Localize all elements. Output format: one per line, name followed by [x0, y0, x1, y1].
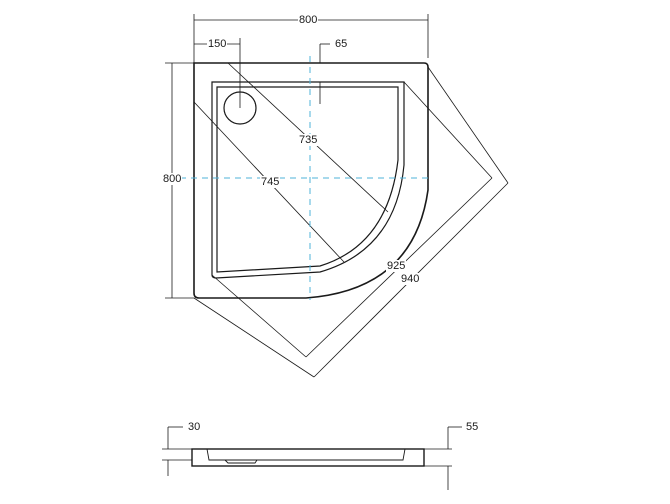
- tray-basin-edge: [216, 86, 399, 273]
- top-view: [165, 14, 509, 378]
- dim-overall-width: 800: [298, 14, 319, 26]
- dim-rim-width: 65: [334, 38, 349, 50]
- dim-overall-depth: 800: [162, 173, 183, 185]
- dim-inner-diagonal: 735: [298, 134, 319, 146]
- tray-profile: [191, 448, 425, 467]
- dim-front-chord-inner: 925: [386, 260, 407, 272]
- dim-front-chord-outer: 940: [400, 273, 421, 285]
- dim-waste-offset: 150: [207, 38, 228, 50]
- tray-inner-rim: [211, 81, 405, 279]
- dim-outer-diagonal: 745: [260, 176, 281, 188]
- side-view: [162, 426, 462, 490]
- dim-base-height: 30: [187, 421, 202, 433]
- centerlines: [180, 56, 430, 300]
- dim-total-height: 55: [465, 421, 480, 433]
